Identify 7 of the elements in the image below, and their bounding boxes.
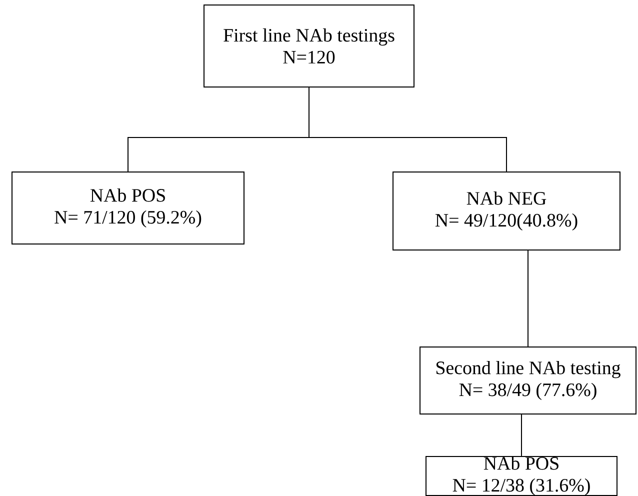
process-box: NAb POS N= 71/120 (59.2%) — [12, 172, 244, 244]
process-box: First line NAb testings N=120 — [204, 4, 414, 88]
process-box: Second line NAb testing N= 38/49 (77.6%) — [420, 346, 636, 414]
connector-line — [308, 87, 507, 172]
process-box: NAb POS N= 12/38 (31.6%) — [426, 456, 618, 496]
connector-line — [521, 414, 522, 456]
process-box: NAb NEG N= 49/120(40.8%) — [392, 172, 620, 250]
